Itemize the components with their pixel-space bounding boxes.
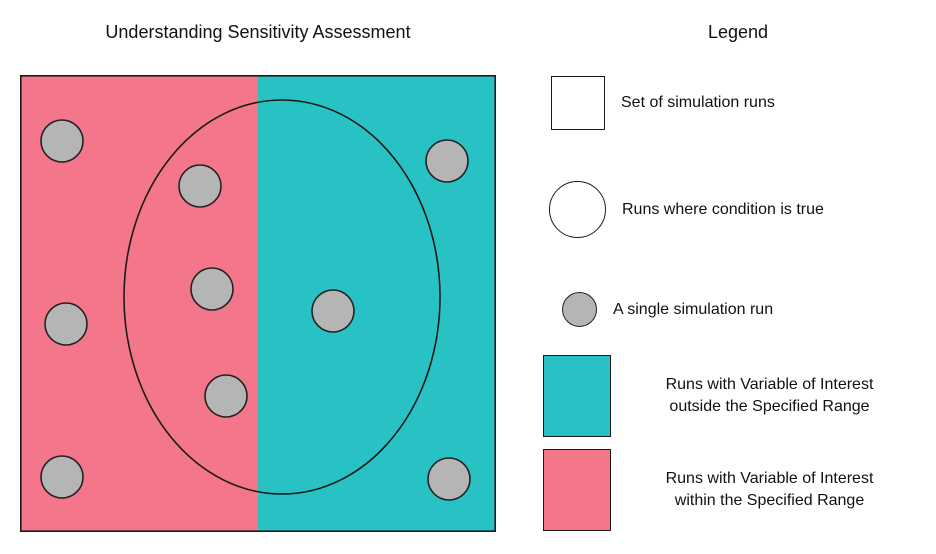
legend-item-set: Set of simulation runs: [551, 76, 775, 130]
venn-diagram: [20, 75, 496, 532]
legend-item-label: Runs with Variable of Interest outside t…: [665, 376, 874, 415]
legend-item-label: Set of simulation runs: [621, 94, 775, 112]
legend-item-label: A single simulation run: [613, 300, 774, 318]
run-dots: [40, 119, 471, 501]
diagram-border: [20, 75, 496, 532]
simulation-run-dot: [204, 374, 248, 418]
condition-ellipse: [123, 99, 441, 495]
simulation-run-dot: [427, 457, 471, 501]
outside-range-swatch: [543, 355, 611, 437]
legend-item-label: Runs where condition is true: [622, 200, 824, 218]
legend-item-condition: Runs where condition is true: [549, 181, 824, 238]
legend-item-within-range: Runs with Variable of Interest within th…: [543, 449, 912, 531]
condition-circle-swatch: [549, 181, 606, 238]
simulation-run-dot: [40, 119, 84, 163]
simulation-run-dot: [178, 164, 222, 208]
page-title: Understanding Sensitivity Assessment: [105, 22, 411, 42]
simulation-run-dot: [311, 289, 355, 333]
single-run-swatch: [562, 292, 597, 327]
legend-item-label: Runs with Variable of Interest within th…: [665, 470, 874, 509]
legend-title: Legend: [707, 22, 769, 42]
legend-item-outside-range: Runs with Variable of Interest outside t…: [543, 355, 912, 437]
simulation-run-dot: [44, 302, 88, 346]
simulation-run-dot: [425, 139, 469, 183]
within-range-swatch: [543, 449, 611, 531]
set-of-runs-swatch: [551, 76, 605, 130]
legend-item-run: A single simulation run: [562, 292, 773, 327]
simulation-run-dot: [190, 267, 234, 311]
simulation-run-dot: [40, 455, 84, 499]
